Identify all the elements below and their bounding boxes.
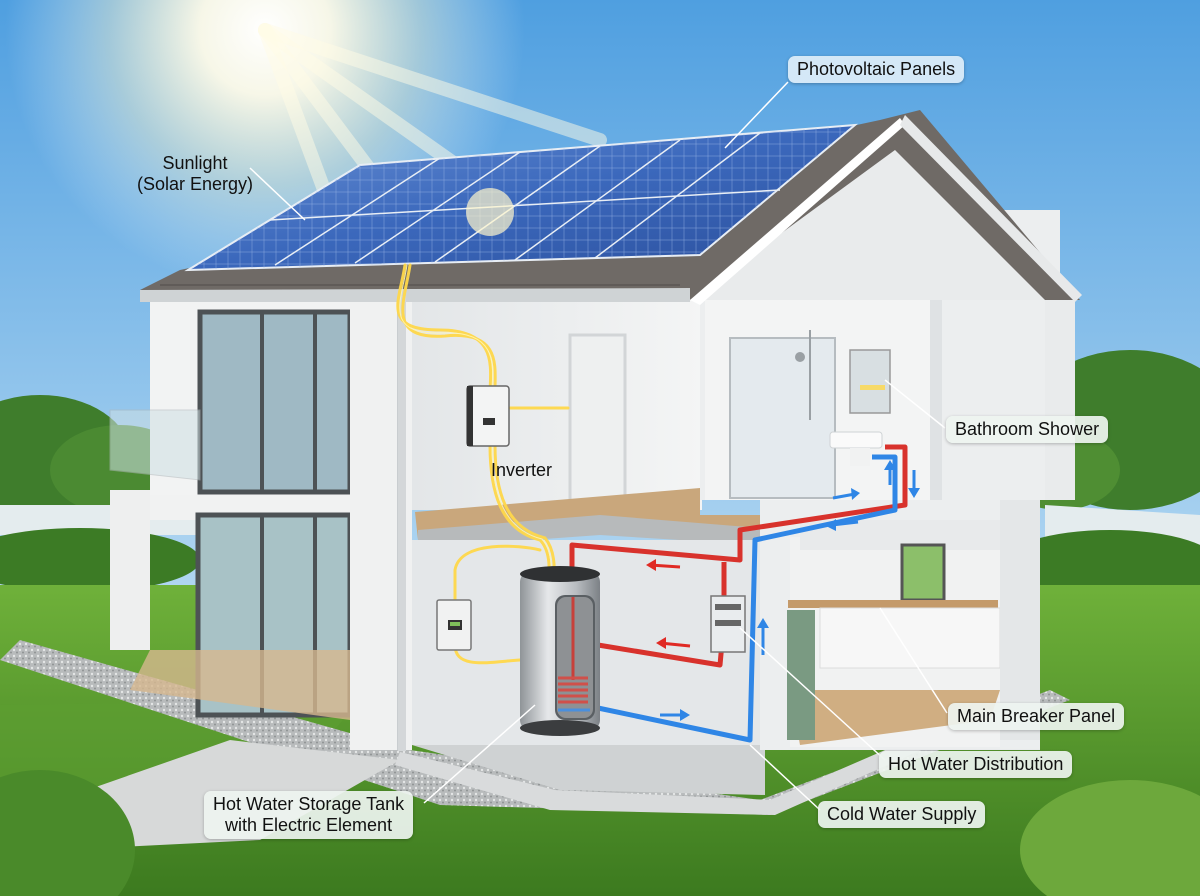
energy-flow-lines xyxy=(396,263,570,665)
foreground-bush-left xyxy=(0,770,135,896)
foreground-bush-right xyxy=(1020,780,1200,896)
label-main-breaker-panel: Main Breaker Panel xyxy=(948,703,1125,730)
label-tank-line2: with Electric Element xyxy=(225,815,393,835)
label-sunlight: Sunlight (Solar Energy) xyxy=(128,150,262,198)
sink xyxy=(829,431,883,449)
main-breaker-panel xyxy=(710,595,746,653)
flow-arrows xyxy=(646,460,920,721)
inverter-unit xyxy=(466,385,510,447)
label-cold-water-supply: Cold Water Supply xyxy=(818,801,986,828)
label-sunlight-line1: Sunlight xyxy=(162,153,228,173)
kitchen-window xyxy=(900,543,946,602)
label-inverter: Inverter xyxy=(491,460,553,480)
downpipe xyxy=(398,296,406,751)
shower-enclosure xyxy=(729,337,836,499)
label-sunlight-line2: (Solar Energy) xyxy=(137,174,254,194)
kitchen-counter xyxy=(788,600,998,608)
upper-window xyxy=(197,309,353,495)
cold-water-pipes xyxy=(597,454,898,743)
label-photovoltaic-panels: Photovoltaic Panels xyxy=(788,56,965,83)
bathroom-mirror xyxy=(849,349,891,414)
label-hot-water-distribution: Hot Water Distribution xyxy=(879,751,1073,778)
label-tank-line1: Hot Water Storage Tank xyxy=(213,794,405,814)
leader-lines xyxy=(249,81,948,811)
controller-unit xyxy=(436,599,472,651)
label-bathroom-shower: Bathroom Shower xyxy=(946,416,1109,443)
hot-water-storage-tank xyxy=(520,566,600,736)
interior-door xyxy=(568,333,627,507)
label-hot-water-storage-tank: Hot Water Storage Tank with Electric Ele… xyxy=(204,791,414,839)
upper-interior-wall xyxy=(412,295,702,510)
solar-panel-array xyxy=(184,123,859,272)
